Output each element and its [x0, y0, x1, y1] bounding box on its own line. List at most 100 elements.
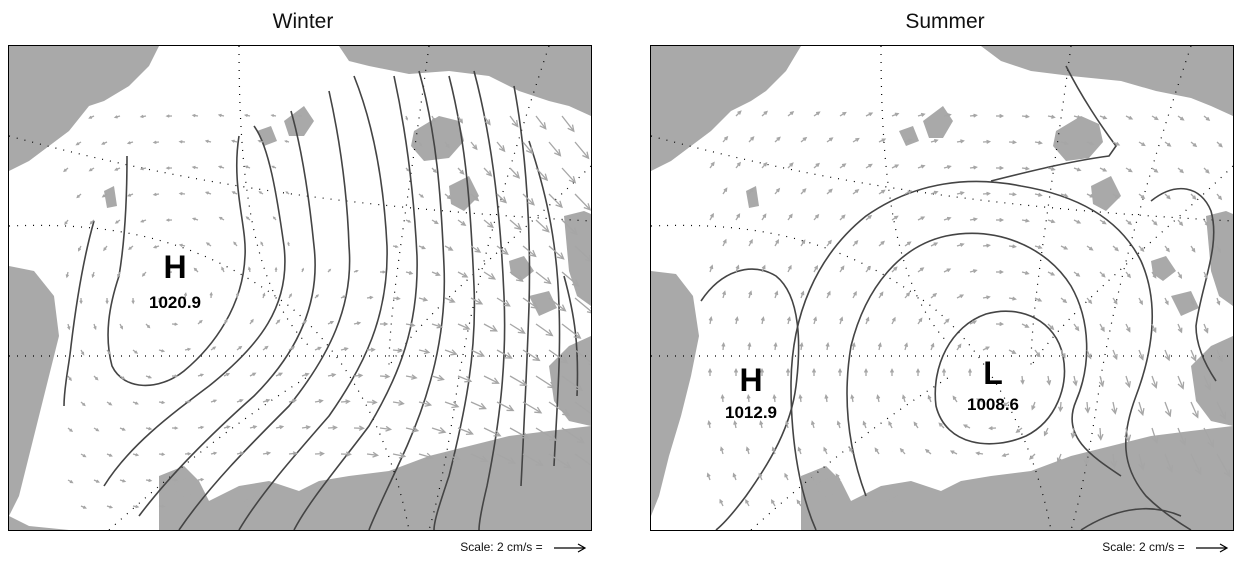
- drift-vector-head: [1179, 169, 1184, 174]
- drift-vector-head: [121, 376, 126, 380]
- drift-vector: [496, 141, 506, 152]
- drift-vector-head: [576, 436, 585, 444]
- drift-vector-head: [723, 187, 728, 192]
- drift-vector-head: [260, 241, 264, 245]
- drift-vector-head: [1217, 195, 1223, 201]
- drift-vector-head: [1216, 354, 1223, 363]
- drift-vector: [1177, 427, 1186, 445]
- drift-vector-head: [585, 254, 591, 262]
- drift-vector-head: [82, 454, 87, 458]
- drift-vector: [1203, 323, 1209, 333]
- drift-vector-head: [193, 267, 198, 272]
- drift-vector-head: [421, 245, 427, 250]
- drift-vector: [535, 271, 551, 284]
- drift-vector-head: [1088, 299, 1093, 305]
- drift-vector: [470, 349, 485, 357]
- drift-vector-head: [772, 394, 777, 399]
- drift-vector-head: [946, 216, 952, 221]
- drift-vector-head: [278, 372, 284, 377]
- drift-vector-head: [1001, 453, 1007, 458]
- drift-vector-head: [924, 448, 930, 454]
- drift-vector-head: [135, 453, 140, 457]
- drift-vector-head: [853, 290, 857, 296]
- drift-vector-head: [279, 425, 285, 430]
- drift-vector: [548, 141, 561, 157]
- drift-vector-head: [986, 191, 991, 196]
- drift-vector-head: [748, 290, 753, 296]
- drift-vector-head: [460, 220, 467, 227]
- isobars: [63, 70, 579, 530]
- drift-vector-head: [985, 346, 990, 351]
- drift-vector-head: [1192, 410, 1199, 419]
- drift-vector-head: [542, 225, 550, 233]
- drift-vector: [548, 193, 563, 208]
- drift-vector-head: [372, 451, 380, 458]
- drift-vector-head: [1115, 141, 1121, 146]
- isobar-mid: [846, 232, 1122, 497]
- drift-vector-head: [67, 326, 71, 331]
- drift-vector: [470, 193, 479, 201]
- drift-vector-head: [135, 504, 140, 509]
- drift-vector-head: [877, 342, 882, 347]
- drift-vector-head: [836, 420, 841, 426]
- drift-vector-head: [1043, 431, 1049, 437]
- drift-vector-head: [1089, 193, 1095, 198]
- drift-vector-head: [1031, 405, 1036, 411]
- drift-vector: [1073, 375, 1077, 386]
- drift-vector: [483, 375, 499, 384]
- drift-vector-head: [530, 301, 539, 310]
- drift-vector-head: [146, 324, 151, 329]
- drift-vector-head: [64, 221, 68, 226]
- drift-vector: [1112, 453, 1116, 467]
- drift-vector-head: [212, 346, 217, 350]
- drift-vector-head: [344, 347, 349, 352]
- drift-vector-head: [828, 137, 834, 142]
- drift-vector-head: [122, 479, 127, 483]
- drift-vector: [1177, 375, 1184, 389]
- drift-vector-head: [357, 373, 364, 379]
- drift-vector-head: [899, 447, 905, 453]
- drift-vector-head: [209, 291, 213, 296]
- drift-vector: [431, 427, 446, 433]
- drift-vector-head: [1097, 433, 1104, 441]
- drift-vector-head: [446, 195, 452, 200]
- drift-vector-head: [435, 271, 441, 277]
- drift-vector-head: [213, 399, 218, 403]
- drift-vector-head: [1002, 402, 1007, 407]
- drift-vector: [1112, 349, 1118, 360]
- drift-vector-head: [999, 269, 1004, 275]
- drift-vector-head: [82, 402, 86, 407]
- drift-vector-head: [257, 139, 262, 143]
- drift-vector-head: [289, 293, 292, 297]
- drift-vector-head: [128, 246, 132, 250]
- drift-vector-head: [1207, 439, 1214, 448]
- land-ne-island: [411, 116, 464, 161]
- drift-vector: [1138, 349, 1144, 360]
- drift-vector-head: [331, 372, 337, 378]
- drift-vector-head: [1089, 141, 1095, 146]
- drift-vector-head: [707, 367, 713, 373]
- drift-vector-head: [507, 457, 516, 464]
- drift-vector-head: [1138, 354, 1144, 361]
- drift-vector-head: [1177, 381, 1185, 390]
- drift-vector-head: [888, 420, 893, 426]
- drift-vector-head: [68, 377, 72, 382]
- drift-vector-head: [370, 347, 376, 353]
- drift-vector-head: [423, 348, 431, 355]
- drift-vector-head: [1072, 380, 1078, 387]
- drift-vector: [509, 323, 525, 334]
- drift-vector-head: [187, 347, 192, 352]
- drift-vector-head: [1153, 221, 1158, 226]
- scale-label: Scale: 2 cm/s =: [1102, 540, 1185, 554]
- drift-vector-head: [345, 399, 351, 405]
- drift-vector: [1151, 375, 1157, 388]
- drift-vector-head: [867, 214, 873, 220]
- drift-vector-head: [319, 451, 325, 457]
- drift-vector-head: [824, 394, 829, 399]
- drift-vector-head: [243, 113, 248, 118]
- drift-vector: [548, 349, 568, 364]
- scale-label: Scale: 2 cm/s =: [460, 540, 543, 554]
- drift-vector-head: [986, 295, 991, 300]
- drift-vector-head: [1218, 143, 1223, 148]
- land-sw: [9, 516, 69, 530]
